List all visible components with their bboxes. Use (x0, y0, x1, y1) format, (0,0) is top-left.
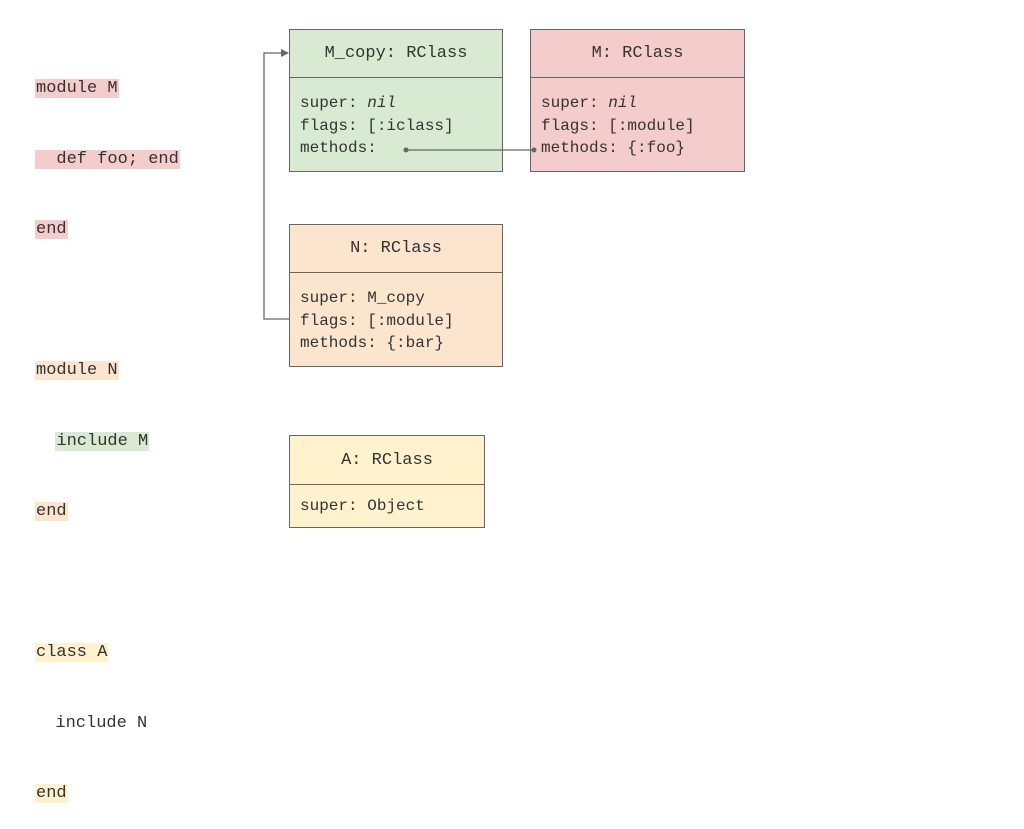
code-text: end (35, 502, 68, 521)
super-row: super: nil (300, 92, 492, 115)
code-line-end-n: end (35, 500, 180, 524)
code-text: module N (35, 361, 119, 380)
code-line-include-n: include N (35, 712, 180, 736)
code-text: end (35, 784, 68, 803)
box-body: super: Object (290, 485, 484, 518)
super-value: nil (608, 94, 638, 112)
super-value: nil (367, 94, 397, 112)
code-text: module M (35, 79, 119, 98)
code-line-class-a: class A (35, 641, 180, 665)
ruby-code-listing: module M def foo; end end module N inclu… (35, 30, 180, 829)
super-row: super: nil (541, 92, 734, 115)
n-super-to-mcopy-arrow (263, 49, 289, 320)
code-text: include M (55, 431, 150, 451)
flags-row: flags: [:module] (541, 116, 695, 135)
box-title: M_copy: RClass (290, 30, 502, 78)
code-text: end (35, 220, 68, 239)
methods-row: methods: {:foo} (541, 139, 686, 157)
super-row: super: M_copy (300, 289, 425, 307)
box-body: super: M_copy flags: [:module] methods: {:… (290, 273, 502, 355)
box-title: A: RClass (290, 436, 484, 485)
code-text: include N (35, 713, 148, 733)
flags-row: flags: [:iclass] (300, 116, 454, 135)
box-title: M: RClass (531, 30, 744, 78)
a-rclass-box: A: RClass super: Object (289, 435, 485, 528)
super-row: super: Object (300, 497, 425, 515)
methods-row: methods: (300, 139, 377, 157)
flags-row: flags: [:module] (300, 311, 454, 330)
code-line-module-m: module M (35, 77, 180, 101)
super-label: super: (541, 94, 609, 112)
code-line-module-n: module N (35, 359, 180, 383)
box-title: N: RClass (290, 225, 502, 273)
code-line-end-a: end (35, 782, 180, 806)
code-text: class A (35, 643, 109, 662)
code-line-include-m: include M (35, 430, 180, 454)
code-line-def-foo: def foo; end (35, 148, 180, 172)
n-rclass-box: N: RClass super: M_copy flags: [:module] m… (289, 224, 503, 367)
code-text: def foo; end (35, 149, 180, 169)
methods-row: methods: {:bar} (300, 334, 445, 352)
super-label: super: (300, 94, 368, 112)
code-line-end-m: end (35, 218, 180, 242)
